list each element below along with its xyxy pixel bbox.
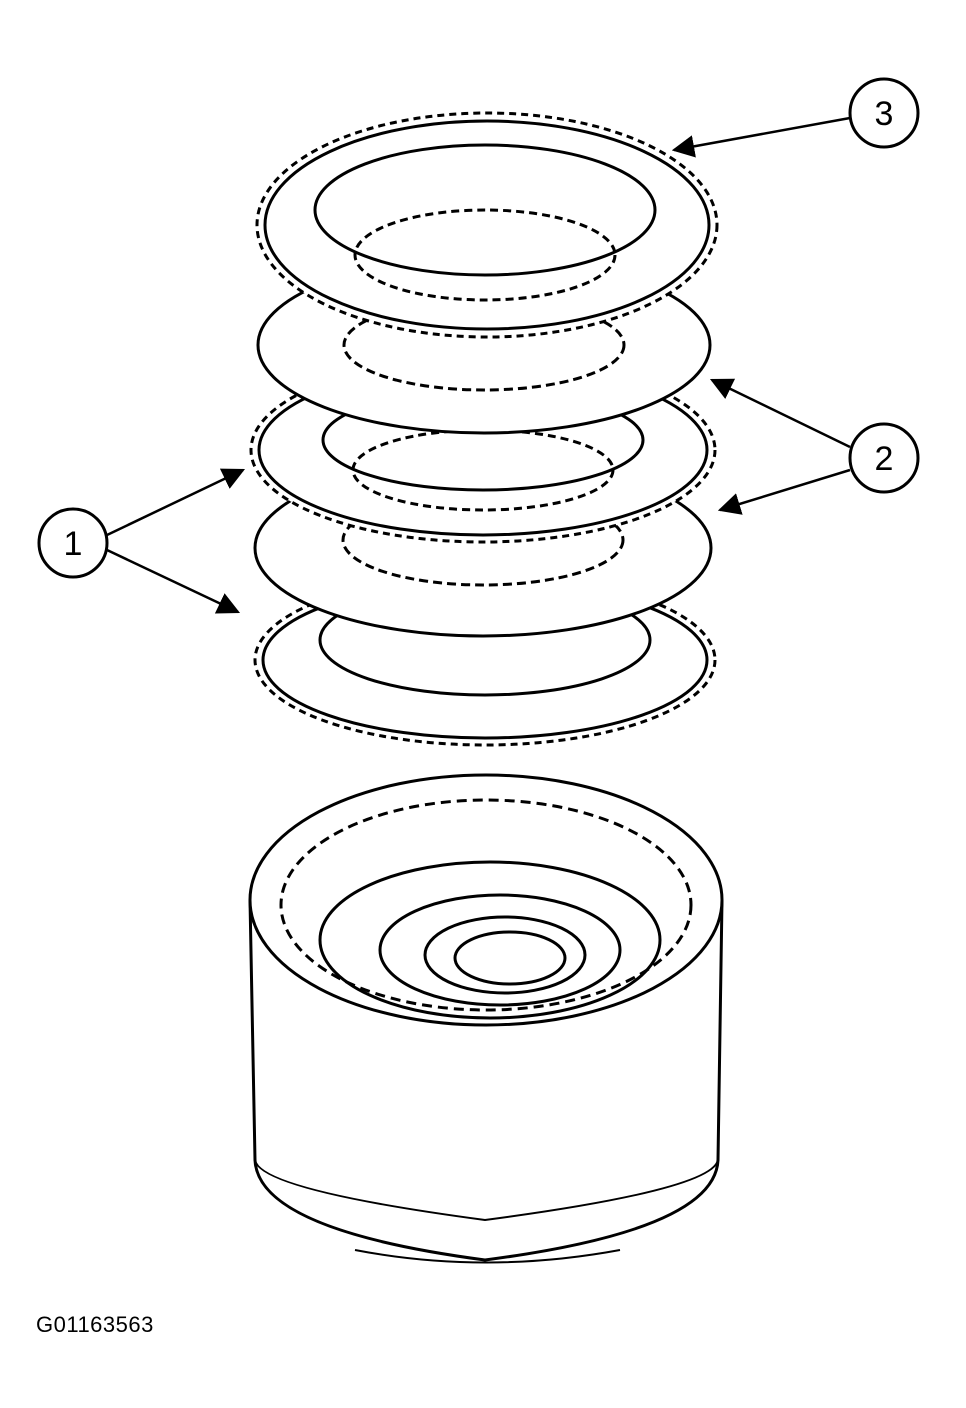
image-id: G01163563 (36, 1312, 154, 1337)
callout-1 (37, 507, 109, 579)
callout-2 (848, 422, 920, 494)
friction-plate-top (255, 111, 719, 339)
callout-2-label: 2 (875, 440, 894, 478)
clutch-drum (248, 773, 724, 1264)
callout-3-label: 3 (875, 95, 894, 133)
leader-lines (106, 116, 851, 614)
callout-1-label: 1 (64, 525, 83, 563)
callout-3 (848, 77, 920, 149)
